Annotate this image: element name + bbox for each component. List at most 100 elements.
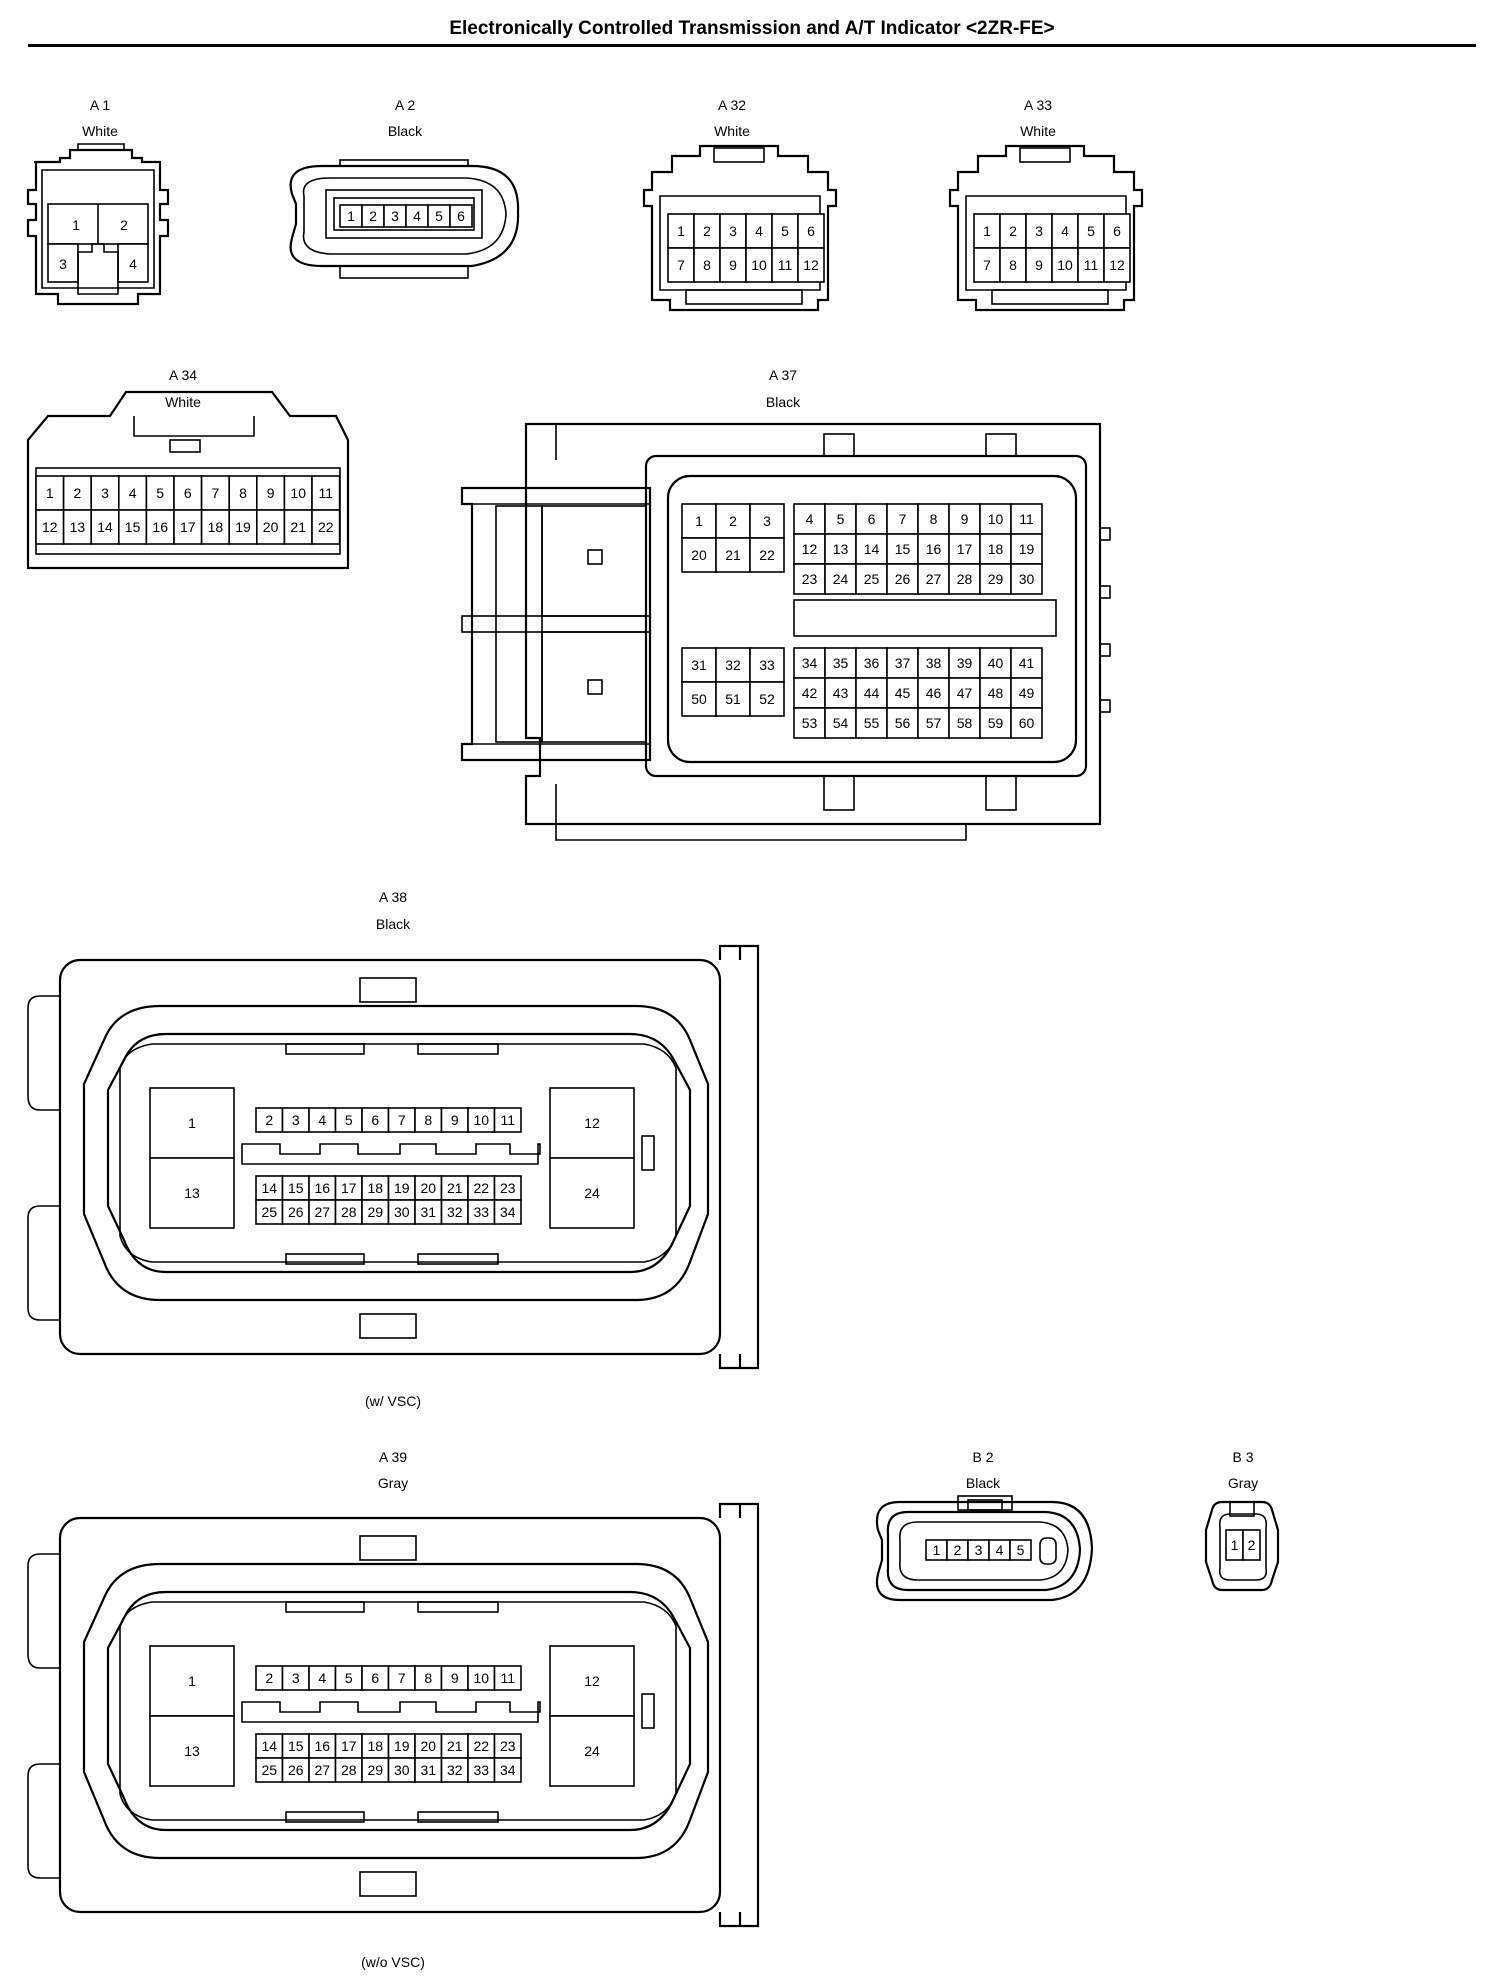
a37-id: A 37 [768,367,798,383]
a38-pin-12-label: 12 [584,1115,600,1131]
b2-id: B 2 [972,1449,994,1465]
a37-pin-56-cell [886,707,919,739]
b2-pin-4-label: 4 [996,1542,1004,1558]
a37-pin-21-label: 21 [725,547,741,563]
a34-pin-22-cell [311,509,341,545]
a39-id: A 39 [378,1449,408,1465]
a38-pin-34-cell [493,1199,522,1225]
a39-pin-15-cell [281,1733,310,1759]
b3-connector [1204,1500,1280,1592]
a38-pin-26-label: 26 [288,1204,304,1220]
a34-pin-19-cell [228,509,258,545]
a34-color: White [165,394,201,410]
a37-pin-47-label: 47 [957,685,973,701]
a38-pin-15-label: 15 [288,1180,304,1196]
a37-pin-49-label: 49 [1019,685,1035,701]
a37-pin-50-cell [681,681,717,717]
a34-pin-1-label: 1 [46,485,54,501]
a33-pin-4-label: 4 [1061,223,1069,239]
a38-pin-6-cell [361,1107,390,1133]
a1-pin-cell-3 [47,243,79,283]
a38-pin-1-cell [149,1087,235,1159]
a37-pin-15-cell [886,533,919,565]
a34-pin-5-label: 5 [156,485,164,501]
a37-pin-51-label: 51 [725,691,741,707]
a32-pin-4-label: 4 [755,223,763,239]
a39-pin-19-label: 19 [394,1738,410,1754]
a38-pin-11-label: 11 [500,1112,515,1128]
a34-pin-12-cell [35,509,65,545]
a37-pin-30-label: 30 [1019,571,1035,587]
a39-pin-2-label: 2 [265,1670,273,1686]
a2-pin-4-label: 4 [413,208,421,224]
title-rule [28,44,1476,47]
a39-pin-23-cell [493,1733,522,1759]
a38-pin-30-cell [387,1199,416,1225]
a2-id: A 2 [394,97,416,113]
a1-pin-3-label: 3 [59,256,67,272]
a39-pin-13-label: 13 [184,1743,200,1759]
a34-pin-7-label: 7 [212,485,220,501]
a37-pin-27-label: 27 [926,571,942,587]
a37-pin-17-label: 17 [957,541,973,557]
a37-pin-45-label: 45 [895,685,911,701]
a37-pin-21-cell [715,537,751,573]
a32-pin-10-label: 10 [751,257,767,273]
b2-pin-5-cell [1009,1539,1032,1561]
a32-pin-5-label: 5 [781,223,789,239]
b3-id: B 3 [1232,1449,1254,1465]
a39-pin-34-cell [493,1757,522,1783]
a32-color: White [714,123,750,139]
a38-pin-31-label: 31 [420,1204,436,1220]
a37-pin-58-cell [948,707,981,739]
a39-pin-29-cell [361,1757,390,1783]
a34-pin-13-cell [62,509,92,545]
a38-pin-4-cell [308,1107,337,1133]
a37-pin-22-label: 22 [759,547,775,563]
a39-pin-16-cell [308,1733,337,1759]
a32-pin-8-label: 8 [703,257,711,273]
a39-pin-9-cell [440,1665,469,1691]
a2-pin-6-label: 6 [457,208,465,224]
a37-pin-35-label: 35 [833,655,849,671]
a37-pin-16-label: 16 [926,541,942,557]
a37-pin-37-label: 37 [895,655,911,671]
a38-pin-13-label: 13 [184,1185,200,1201]
a38-pin-26-cell [281,1199,310,1225]
a39-pin-4-cell [308,1665,337,1691]
b2-pin-1-label: 1 [933,1542,941,1558]
a38-pin-30-label: 30 [394,1204,410,1220]
a38-pin-24-cell [549,1157,635,1229]
a37-pin-30-cell [1010,563,1043,595]
a37-pin-31-cell [681,647,717,683]
a37-pin-36-label: 36 [864,655,880,671]
a33-pin-7-cell [973,247,1001,283]
a37-pin-5-label: 5 [837,511,845,527]
a37-pin-48-cell [979,677,1012,709]
a39-pin-18-label: 18 [367,1738,383,1754]
a2-pin-5-label: 5 [435,208,443,224]
a39-pin-27-label: 27 [314,1762,330,1778]
a32-pin-3-cell [719,213,747,249]
a37-pin-42-label: 42 [802,685,818,701]
a33-pin-12-cell [1103,247,1131,283]
a37-pin-53-label: 53 [802,715,818,731]
a38-color: Black [375,916,411,932]
a39-pin-3-cell [281,1665,310,1691]
a37-pin-22-cell [749,537,785,573]
a34-pin-16-label: 16 [152,519,168,535]
a37-pin-53-cell [793,707,826,739]
a37-pin-45-cell [886,677,919,709]
a34-pin-15-label: 15 [125,519,141,535]
a32-pin-11-cell [771,247,799,283]
b3-pin-1-label: 1 [1231,1537,1239,1553]
a38-pin-4-label: 4 [318,1112,326,1128]
a1-pin-4-label: 4 [129,256,137,272]
a32-pin-12-label: 12 [803,257,819,273]
a37-pin-23-label: 23 [802,571,818,587]
a2-pin-2-label: 2 [369,208,377,224]
a38-pin-15-cell [281,1175,310,1201]
a37-pin-59-cell [979,707,1012,739]
a39-pin-25-label: 25 [261,1762,277,1778]
a34-pin-10-cell [283,475,313,511]
